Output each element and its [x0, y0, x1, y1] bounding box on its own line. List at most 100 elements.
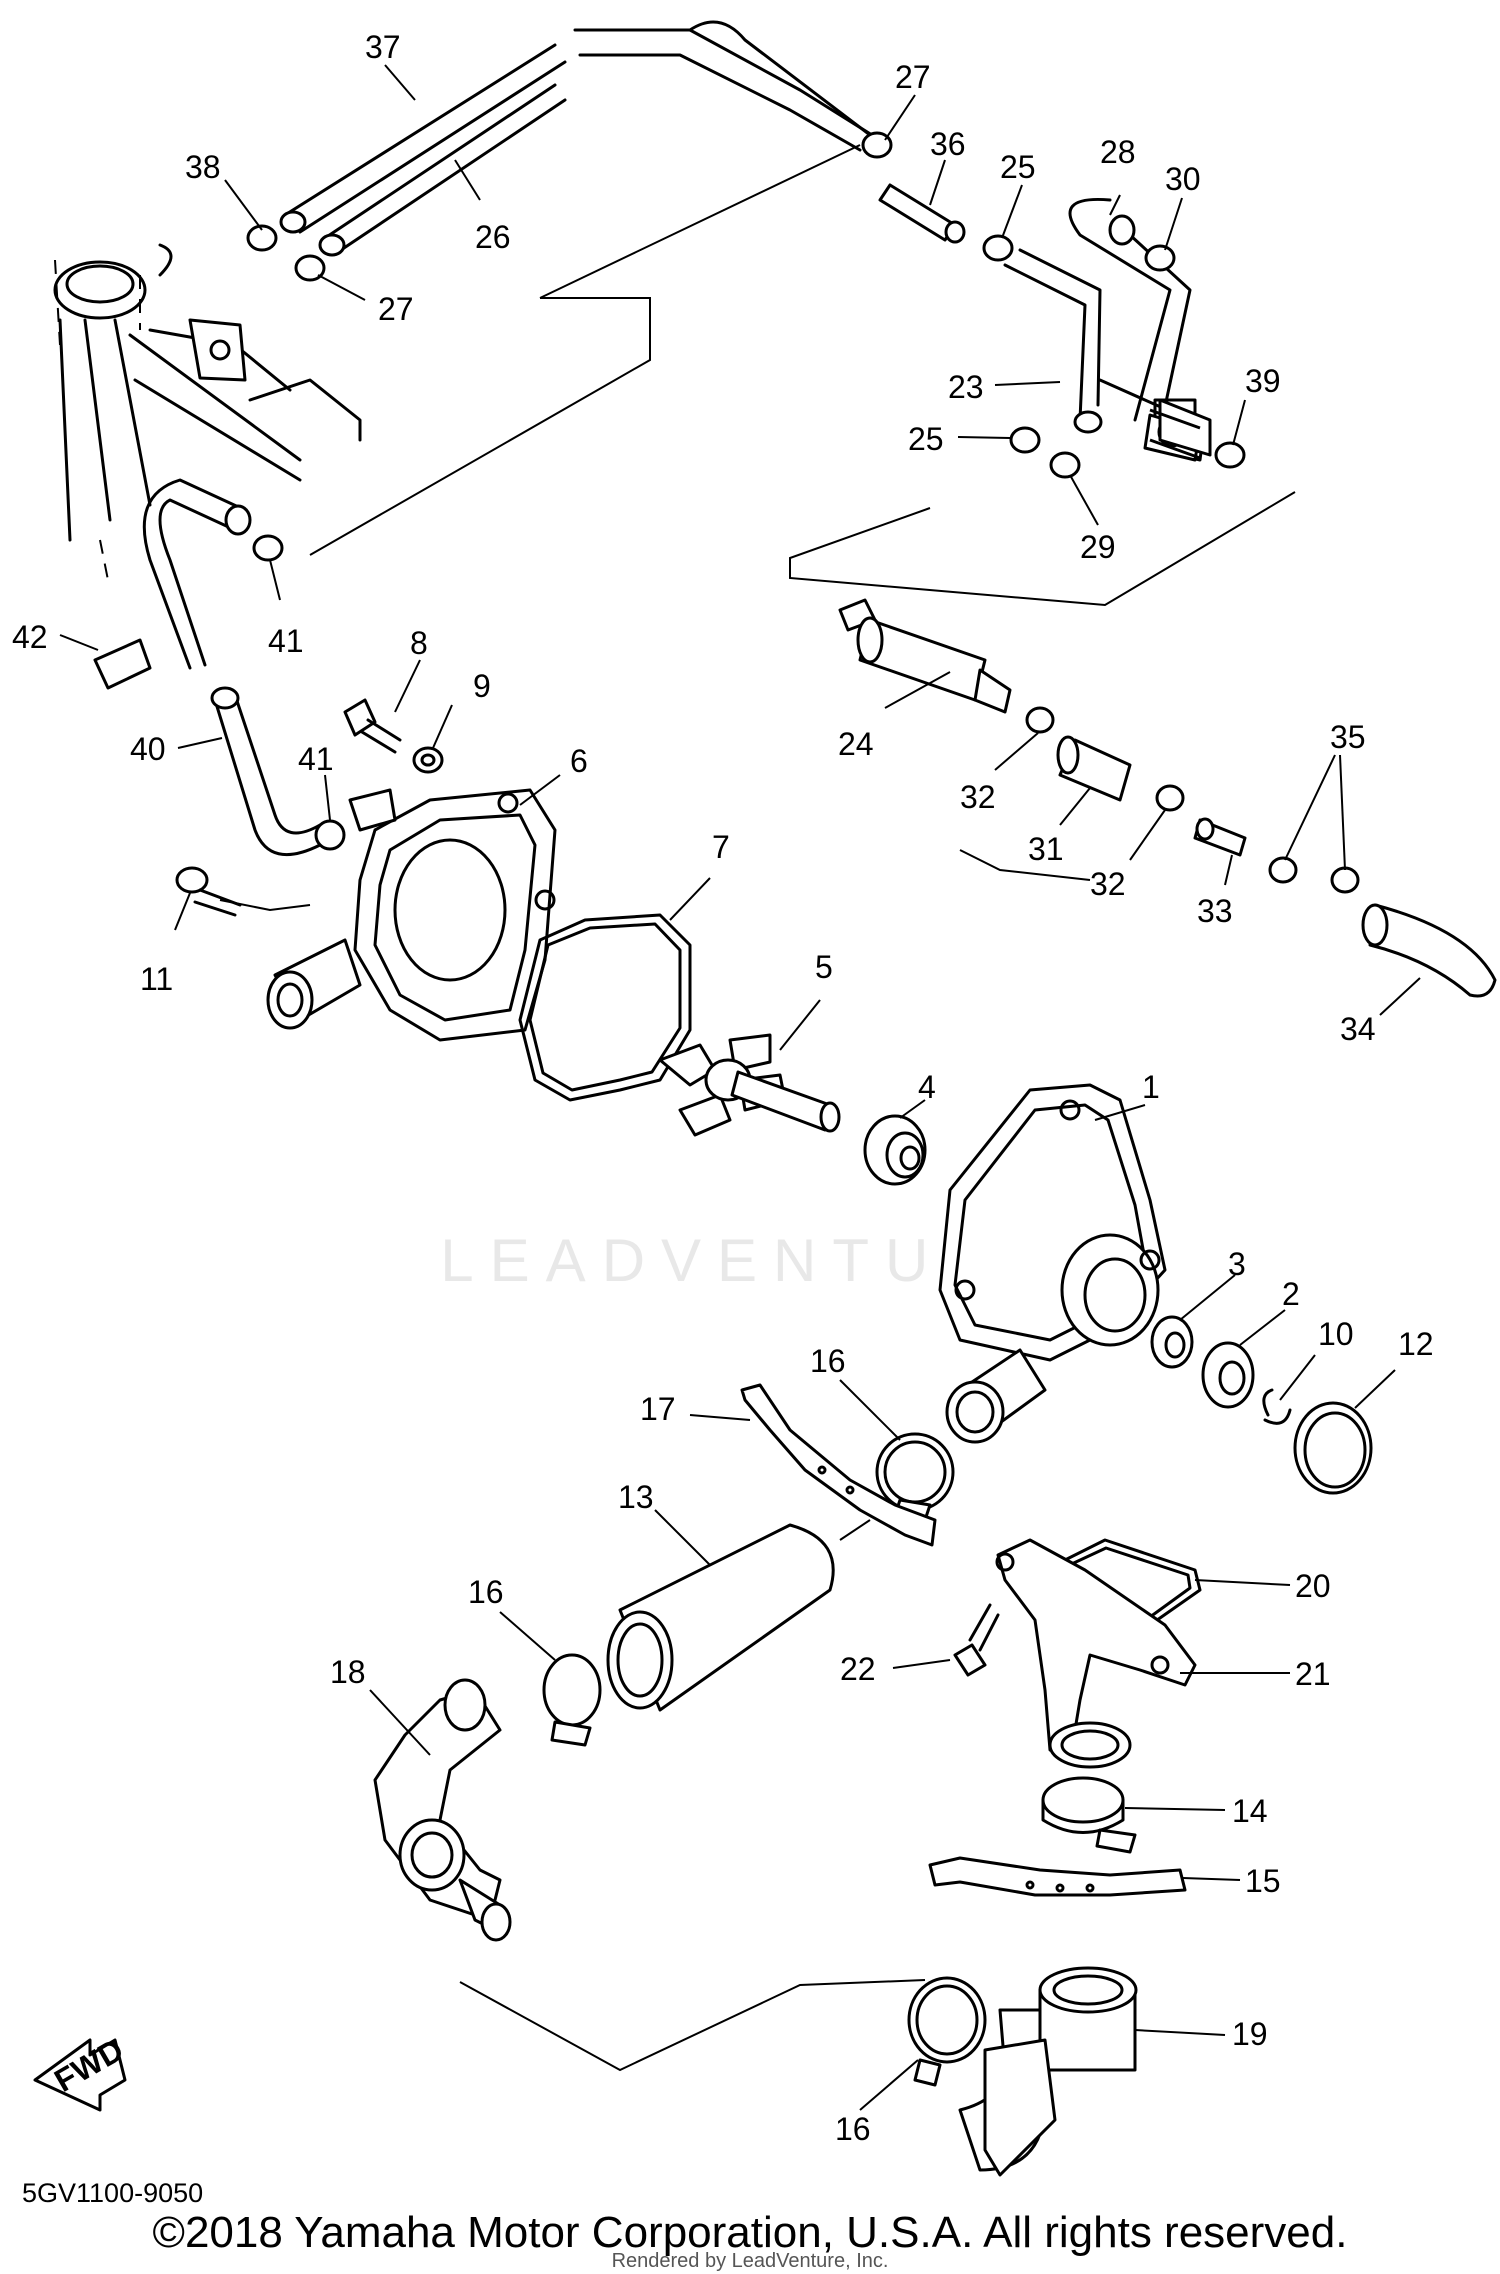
- callout-3: 3: [1228, 1246, 1246, 1282]
- bracket-15: [928, 1856, 1187, 1897]
- callout-24: 24: [838, 726, 874, 762]
- clamp-35-left: [1268, 856, 1298, 884]
- hose-31-end: [1056, 735, 1080, 775]
- callout-14: 14: [1232, 1793, 1268, 1829]
- leader-39: [1232, 399, 1246, 446]
- fasteners: [175, 698, 444, 917]
- fwd-arrow-shape: [33, 2038, 127, 2112]
- callout-26: 26: [475, 219, 511, 255]
- clamp-41-upper: [252, 534, 284, 562]
- leader-27-upper: [884, 94, 916, 141]
- leader-15: [1182, 1877, 1241, 1881]
- guide-line-filter: [789, 491, 1296, 607]
- pump-cover-nipple: [348, 788, 397, 832]
- pump-cover-inner-flange: [373, 813, 537, 1022]
- hose-upper-return: [142, 478, 247, 670]
- o-ring-7: [518, 913, 692, 1102]
- clamp-39: [1214, 441, 1246, 469]
- callout-39: 39: [1245, 363, 1281, 399]
- pump-cover-outlet-end: [266, 970, 314, 1030]
- leader-20: [1194, 1579, 1291, 1586]
- callout-2: 2: [1282, 1276, 1300, 1312]
- guide-line-hose-run: [539, 144, 861, 299]
- pipe-19-top-bore: [1052, 1974, 1124, 2006]
- thermostat-cover-bolt-hole: [995, 1552, 1015, 1572]
- callout-34: 34: [1340, 1011, 1376, 1047]
- bracket-15-hole-3: [1085, 1883, 1095, 1893]
- bearings-and-seals: [1150, 1315, 1373, 1495]
- clamp-38: [246, 224, 278, 252]
- bracket-17-hole-2: [845, 1485, 855, 1495]
- hose-26-end: [318, 233, 346, 257]
- callout-13: 13: [618, 1479, 654, 1515]
- radiator-lower-dashed: [99, 539, 109, 581]
- rendered-by-credit: Rendered by LeadVenture, Inc.: [611, 2250, 889, 2272]
- assembly-guide-lines: [219, 144, 1296, 2072]
- clamp-32-right: [1155, 784, 1185, 812]
- leader-14: [1124, 1807, 1226, 1811]
- leader-22: [892, 1659, 951, 1669]
- hose-40-end: [210, 686, 240, 710]
- leader-31: [1059, 787, 1091, 826]
- joint-33-end: [1195, 817, 1215, 841]
- pump-housing-bore: [1083, 1257, 1147, 1333]
- leader-13: [654, 1509, 711, 1566]
- leader-18: [369, 1689, 431, 1756]
- hose-upper-return-end: [224, 504, 252, 536]
- pump-cover-6: [266, 788, 557, 1042]
- hose-37-bend: [688, 20, 872, 137]
- bolt-22-shank: [968, 1603, 1000, 1652]
- guide-line-lower: [459, 1979, 926, 2072]
- leader-23: [994, 381, 1061, 386]
- leader-42: [59, 634, 99, 651]
- elbow-18-lower-bore: [410, 1831, 454, 1879]
- return-hose-assembly: [93, 478, 346, 857]
- leader-16-upper: [839, 1379, 901, 1441]
- leader-36: [929, 159, 946, 206]
- hose-34-end: [1361, 903, 1389, 947]
- callout-42: 42: [12, 619, 48, 655]
- bypass-hoses-assembly: [878, 183, 1246, 479]
- radiator-cap-opening: [65, 264, 135, 304]
- breather-hoses: [246, 20, 893, 282]
- callout-32-left: 32: [960, 779, 996, 815]
- circlip-10: [1262, 1388, 1292, 1425]
- radiator-mount-bracket: [188, 318, 247, 382]
- leader-35-right: [1339, 754, 1346, 871]
- pipe-19-elbow: [983, 2038, 1057, 2177]
- clamp-35-right: [1330, 866, 1360, 894]
- callout-17: 17: [640, 1391, 676, 1427]
- radiator-frame-rail: [248, 378, 362, 442]
- clamp-29: [1049, 451, 1081, 479]
- callout-35: 35: [1330, 719, 1366, 755]
- callout-7: 7: [712, 829, 730, 865]
- clamp-30: [1144, 244, 1176, 272]
- pump-housing-bolt-hole-top: [1059, 1099, 1081, 1121]
- callout-20: 20: [1295, 1568, 1331, 1604]
- leader-33: [1224, 854, 1233, 886]
- callout-30: 30: [1165, 161, 1201, 197]
- callout-18: 18: [330, 1654, 366, 1690]
- thermostat-cover-21: [996, 1538, 1197, 1752]
- callout-32-right: 32: [1090, 866, 1126, 902]
- callout-1: 1: [1142, 1069, 1160, 1105]
- pump-housing-bolt-hole-left: [954, 1279, 976, 1301]
- bearing-2: [1201, 1341, 1255, 1409]
- pump-housing-1: [938, 1083, 1167, 1444]
- guide-line-upper: [309, 297, 651, 556]
- oil-seal-3-bore: [1164, 1331, 1186, 1359]
- leader-17: [689, 1414, 751, 1421]
- leader-37: [384, 64, 416, 101]
- radiator-overflow-pipe: [158, 243, 173, 277]
- callout-9: 9: [473, 668, 491, 704]
- callout-8: 8: [410, 625, 428, 661]
- leader-32-left: [994, 732, 1039, 771]
- leader-30: [1164, 197, 1183, 251]
- leader-27-lower: [317, 274, 366, 301]
- pump-housing-inlet-end: [945, 1380, 1005, 1444]
- clamp-16-lower-screw: [913, 2058, 942, 2087]
- bracket-15-hole-1: [1025, 1880, 1035, 1890]
- clamp-25-upper: [982, 234, 1014, 262]
- callout-12: 12: [1398, 1326, 1434, 1362]
- leader-28: [1109, 194, 1121, 216]
